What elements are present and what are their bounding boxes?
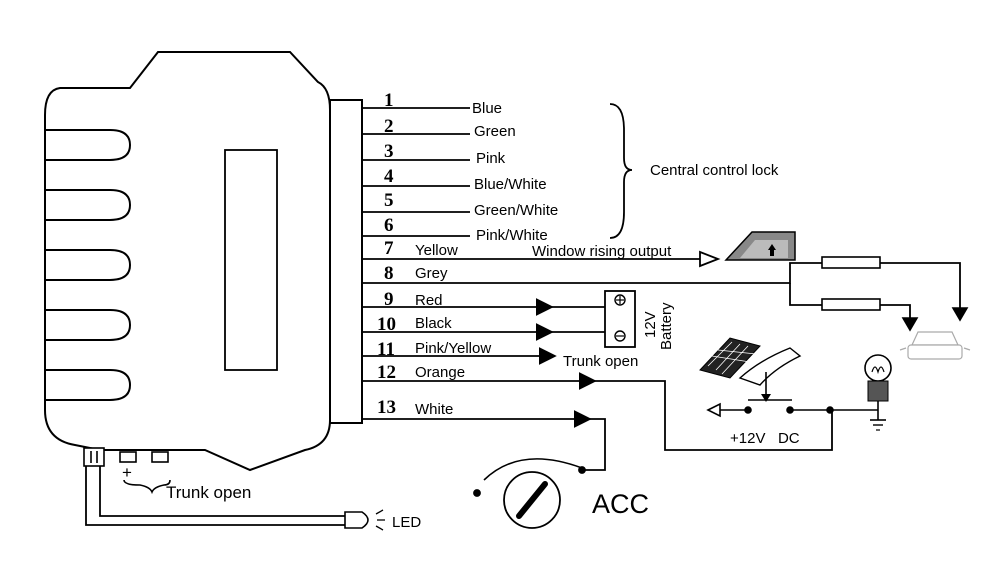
wire-number: 5 [384,190,394,211]
led-wire [85,466,345,526]
lamp-icon [864,354,892,431]
wire-number: 2 [384,116,394,137]
wire-number: 3 [384,141,394,162]
switch-symbol [706,399,878,418]
wire-number: 10 [377,314,396,335]
trunk-open-left-label: Trunk open [166,483,251,502]
control-unit [44,51,363,472]
led-icon [344,509,385,531]
wire-lines [362,107,961,471]
wire-number: 12 [377,362,396,383]
brace [609,103,633,239]
wire-number: 6 [384,215,394,236]
wire-number: 11 [377,339,395,360]
battery-voltage-label: 12V [642,311,659,338]
wire-color: White [415,401,453,418]
trunk-connector [83,447,171,495]
wire-color: Blue [472,100,502,117]
led-label: LED [392,514,421,531]
wire-color: Yellow [415,242,458,259]
acc-label: ACC [592,489,649,519]
wire-number: 4 [384,166,394,187]
wire-color: Orange [415,364,465,381]
window-icon [724,231,796,261]
wire-color: Grey [415,265,448,282]
acc-key-icon [473,458,586,529]
fuse-symbols [821,256,969,332]
wire-color: Blue/White [474,176,547,193]
wire-color: Black [415,315,452,332]
wire-color: Pink/White [476,227,548,244]
central-lock-label: Central control lock [650,162,779,179]
plus-label: + [122,463,132,482]
window-output-label: Window rising output [532,243,672,260]
wire-color: Pink/Yellow [415,340,491,357]
wire-number: 13 [377,397,396,418]
battery-icon [604,290,636,348]
wire-color: Pink [476,150,506,167]
supply-label: +12V DC [730,430,800,447]
wire-number: 7 [384,238,394,259]
wire-number: 8 [384,263,394,284]
wire-number: 9 [384,289,394,310]
wire-color: Red [415,292,443,309]
wire-labels: 1 Blue 2 Green 3 Pink 4 Blue/White 5 Gre… [377,90,558,418]
wire-color: Green/White [474,202,558,219]
trunk-open-right-label: Trunk open [563,353,638,370]
wire-color: Green [474,123,516,140]
car-icon [899,331,971,360]
solar-panel-icon [699,337,802,402]
battery-label: Battery [658,302,675,350]
wire-number: 1 [384,90,394,111]
